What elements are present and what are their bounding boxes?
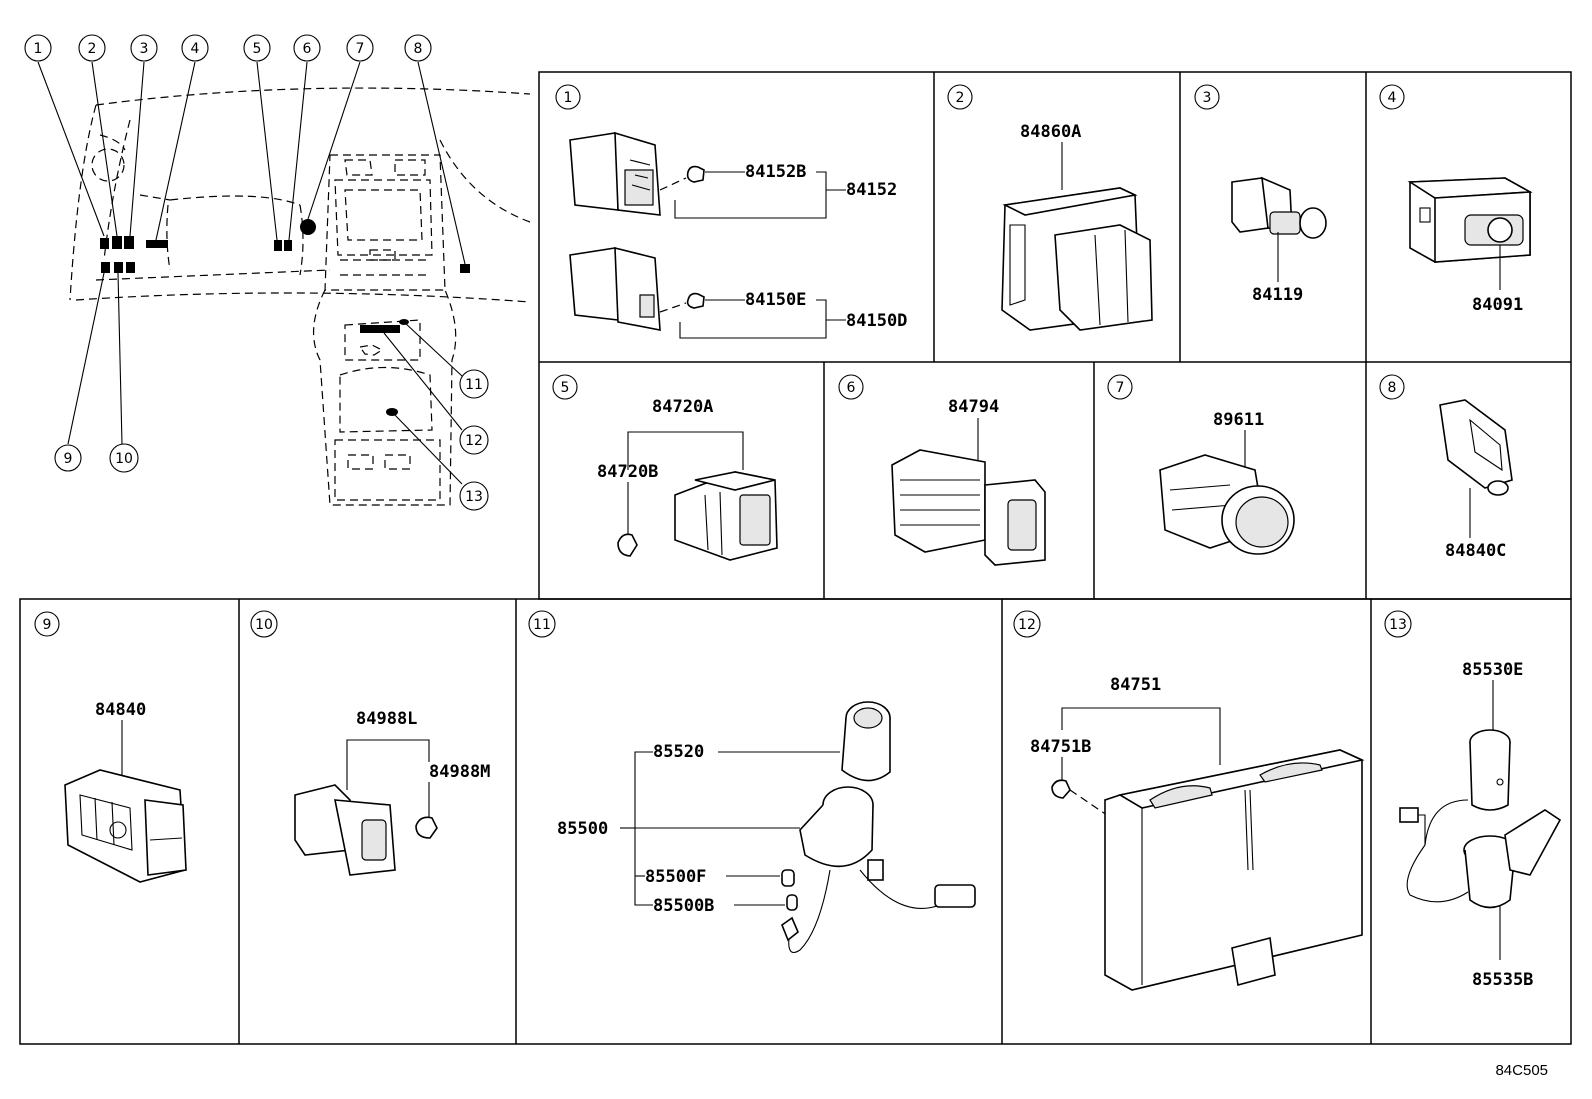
panel-10: 10 84988L 84988M (250, 610, 490, 876)
grid-frame (19, 71, 1572, 1045)
overview-callout-9[interactable]: 9 (54, 444, 82, 472)
panel-9: 9 84840 (34, 611, 187, 883)
svg-text:7: 7 (356, 41, 365, 57)
svg-text:11: 11 (533, 617, 551, 633)
overview-callout-11[interactable]: 11 (459, 369, 489, 399)
svg-text:9: 9 (64, 451, 73, 467)
panel-callout-3: 3 (1194, 84, 1220, 110)
panel-11: 11 85520 85500 85500F 85500B (528, 610, 976, 954)
panel-callout-7: 7 (1107, 374, 1133, 400)
dashboard-overview: 1 2 3 4 5 6 7 8 9 10 11 12 13 (24, 34, 531, 511)
svg-text:8: 8 (414, 41, 423, 57)
svg-text:4: 4 (1388, 90, 1397, 106)
part-84119[interactable]: 84119 (1252, 285, 1303, 305)
panel-callout-11: 11 (528, 610, 556, 638)
part-84751[interactable]: 84751 (1110, 675, 1161, 695)
overview-callout-10[interactable]: 10 (109, 443, 139, 473)
svg-text:1: 1 (564, 90, 573, 106)
part-84794[interactable]: 84794 (948, 397, 999, 417)
panel-13: 13 85530E 85535B (1384, 610, 1562, 990)
part-84988M[interactable]: 84988M (429, 762, 490, 782)
part-84150D[interactable]: 84150D (846, 311, 907, 331)
part-85500B[interactable]: 85500B (653, 896, 714, 916)
svg-text:12: 12 (1018, 617, 1036, 633)
part-85535B[interactable]: 85535B (1472, 970, 1533, 990)
svg-text:13: 13 (465, 489, 483, 505)
svg-text:10: 10 (255, 617, 273, 633)
overview-callout-1[interactable]: 1 (24, 34, 52, 62)
panel-callout-1: 1 (555, 84, 581, 110)
overview-callout-4[interactable]: 4 (181, 34, 209, 62)
overview-callout-5[interactable]: 5 (243, 34, 271, 62)
part-89611[interactable]: 89611 (1213, 410, 1264, 430)
overview-callout-6[interactable]: 6 (293, 34, 321, 62)
panel-4: 4 84091 (1379, 84, 1533, 315)
panel-callout-5: 5 (552, 374, 578, 400)
svg-text:3: 3 (140, 41, 149, 57)
part-84840C[interactable]: 84840C (1445, 541, 1506, 561)
svg-text:10: 10 (115, 451, 133, 467)
panel-3: 3 84119 (1194, 84, 1327, 305)
panel-7: 7 89611 (1107, 374, 1295, 555)
part-84720B[interactable]: 84720B (597, 462, 658, 482)
panel-1: 1 84152B 84152 84150E 84150D (555, 84, 907, 339)
svg-text:1: 1 (34, 41, 43, 57)
svg-text:2: 2 (88, 41, 97, 57)
svg-text:6: 6 (303, 41, 312, 57)
svg-text:6: 6 (847, 380, 856, 396)
part-84988L[interactable]: 84988L (356, 709, 417, 729)
part-85500F[interactable]: 85500F (645, 867, 706, 887)
svg-text:3: 3 (1203, 90, 1212, 106)
part-84152B[interactable]: 84152B (745, 162, 806, 182)
overview-callout-13[interactable]: 13 (459, 481, 489, 511)
part-84860A[interactable]: 84860A (1020, 122, 1081, 142)
panel-callout-4: 4 (1379, 84, 1405, 110)
svg-text:2: 2 (956, 90, 965, 106)
overview-callout-3[interactable]: 3 (130, 34, 158, 62)
panel-callout-10: 10 (250, 610, 278, 638)
diagram-reference-code: 84C505 (1495, 1062, 1548, 1079)
part-85530E[interactable]: 85530E (1462, 660, 1523, 680)
panel-8: 8 84840C (1379, 374, 1513, 561)
svg-text:5: 5 (561, 380, 570, 396)
part-85500[interactable]: 85500 (557, 819, 608, 839)
panel-callout-9: 9 (34, 611, 60, 637)
svg-text:13: 13 (1389, 617, 1407, 633)
part-84751B[interactable]: 84751B (1030, 737, 1091, 757)
svg-text:11: 11 (465, 377, 483, 393)
overview-callout-7[interactable]: 7 (346, 34, 374, 62)
panel-6: 6 84794 (838, 374, 1046, 566)
panel-2: 2 84860A (947, 84, 1153, 331)
overview-callout-12[interactable]: 12 (459, 425, 489, 455)
part-84720A[interactable]: 84720A (652, 397, 713, 417)
svg-text:9: 9 (43, 617, 52, 633)
svg-text:7: 7 (1116, 380, 1125, 396)
part-84091[interactable]: 84091 (1472, 295, 1523, 315)
part-84840[interactable]: 84840 (95, 700, 146, 720)
svg-text:4: 4 (191, 41, 200, 57)
svg-text:12: 12 (465, 433, 483, 449)
panel-callout-12: 12 (1013, 610, 1041, 638)
part-84150E[interactable]: 84150E (745, 290, 806, 310)
panel-callout-13: 13 (1384, 610, 1412, 638)
part-85520[interactable]: 85520 (653, 742, 704, 762)
part-84152[interactable]: 84152 (846, 180, 897, 200)
svg-text:5: 5 (253, 41, 262, 57)
overview-callout-2[interactable]: 2 (78, 34, 106, 62)
panel-callout-2: 2 (947, 84, 973, 110)
panel-callout-6: 6 (838, 374, 864, 400)
panel-callout-8: 8 (1379, 374, 1405, 400)
svg-text:8: 8 (1388, 380, 1397, 396)
panel-5: 5 84720A 84720B (552, 374, 778, 561)
overview-callout-8[interactable]: 8 (404, 34, 432, 62)
panel-12: 12 84751 84751B (1013, 610, 1365, 991)
